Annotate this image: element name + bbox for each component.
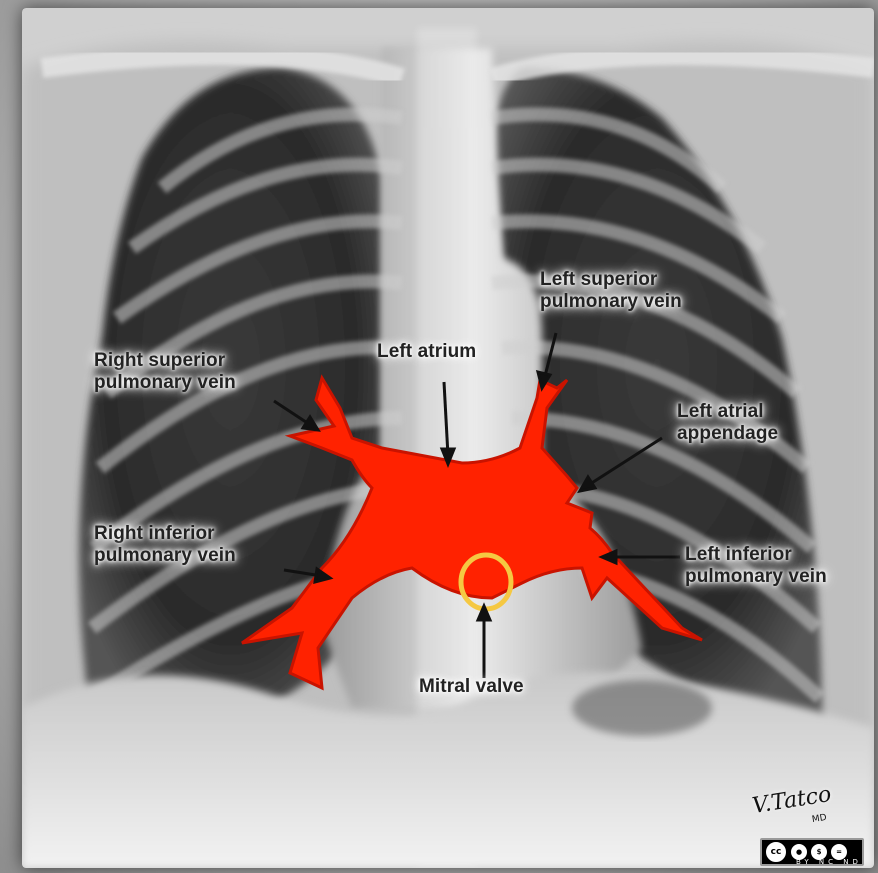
label-line: pulmonary vein xyxy=(94,545,236,567)
label-line: Right inferior xyxy=(94,523,236,545)
label-left-superior-pulmonary-vein: Left superior pulmonary vein xyxy=(540,269,682,313)
label-line: Right superior xyxy=(94,350,236,372)
label-line: Left atrium xyxy=(377,341,476,363)
label-left-inferior-pulmonary-vein: Left inferior pulmonary vein xyxy=(685,544,827,588)
label-line: pulmonary vein xyxy=(94,372,236,394)
label-line: appendage xyxy=(677,423,778,445)
label-line: Left inferior xyxy=(685,544,827,566)
label-left-atrium: Left atrium xyxy=(377,341,476,363)
label-right-superior-pulmonary-vein: Right superior pulmonary vein xyxy=(94,350,236,394)
label-left-atrial-appendage: Left atrial appendage xyxy=(677,401,778,445)
label-line: pulmonary vein xyxy=(685,566,827,588)
label-line: Left atrial xyxy=(677,401,778,423)
license-terms: BY NC ND xyxy=(796,858,862,866)
label-line: Left superior xyxy=(540,269,682,291)
label-line: pulmonary vein xyxy=(540,291,682,313)
label-right-inferior-pulmonary-vein: Right inferior pulmonary vein xyxy=(94,523,236,567)
cc-icon: cc xyxy=(765,841,787,863)
label-line: Mitral valve xyxy=(419,676,524,698)
chest-xray-image: Right superior pulmonary vein Left atriu… xyxy=(22,8,874,868)
label-mitral-valve: Mitral valve xyxy=(419,676,524,698)
